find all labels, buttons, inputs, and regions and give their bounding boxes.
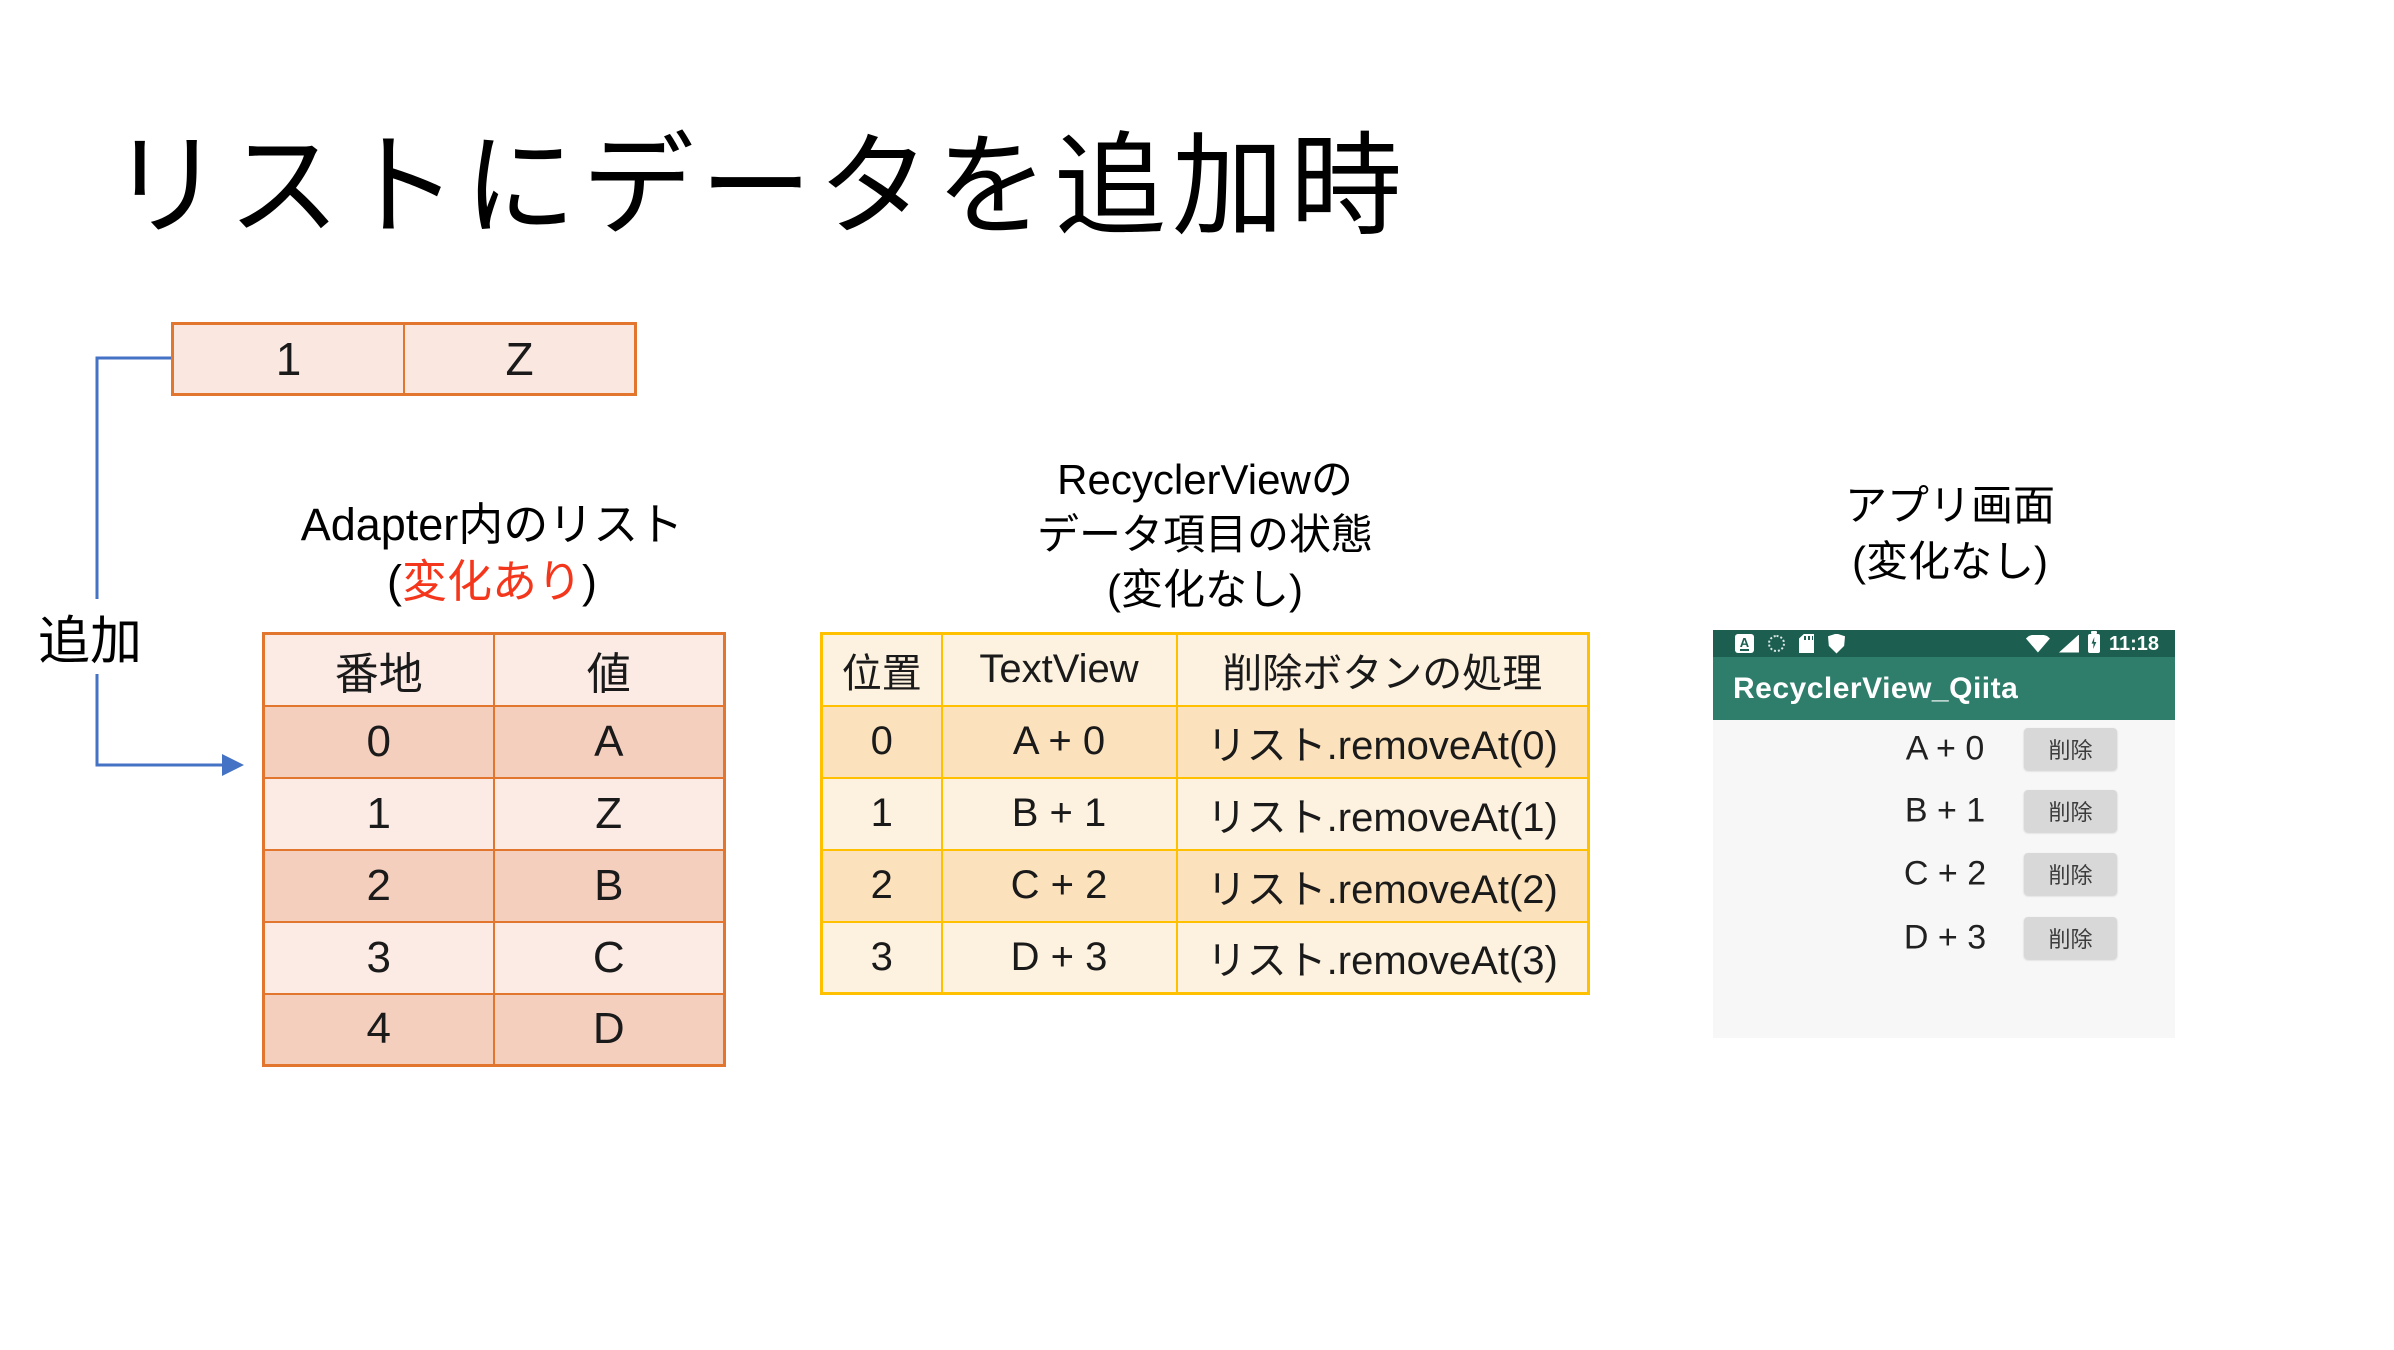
inserted-item-index: 1: [275, 333, 302, 385]
recycler-items-table: 位置 TextView 削除ボタンの処理 0 A + 0 リスト.removeA…: [820, 632, 1590, 995]
adapter-cell: 4: [262, 992, 495, 1067]
table-row: 0 A: [262, 704, 726, 779]
adapter-cell: Z: [492, 776, 726, 851]
recycler-cell: 3: [820, 920, 943, 995]
adapter-header-address: 番地: [262, 632, 495, 707]
recycler-cell: 1: [820, 776, 943, 851]
status-time: 11:18: [2108, 632, 2159, 655]
adapter-cell: 1: [262, 776, 495, 851]
list-item: A + 0 削除: [1713, 728, 2175, 770]
cellular-signal-icon: [2058, 634, 2079, 653]
recycler-cell: リスト.removeAt(1): [1175, 776, 1590, 851]
adapter-heading-line1: Adapter内のリスト: [300, 499, 684, 550]
list-item: B + 1 削除: [1713, 790, 2175, 832]
adapter-cell: C: [492, 920, 726, 995]
adapter-list-table: 番地 値 0 A 1 Z 2 B 3 C 4 D: [262, 632, 726, 1067]
dotted-circle-icon: [1768, 635, 1785, 652]
adapter-cell: D: [492, 992, 726, 1067]
table-row: 0 A + 0 リスト.removeAt(0): [820, 704, 1590, 779]
adapter-header-value: 値: [492, 632, 726, 707]
recycler-cell: 2: [820, 848, 943, 923]
recycler-cell: A + 0: [940, 704, 1178, 779]
shield-icon: [1828, 633, 1845, 654]
status-bar-left-icons: [1735, 633, 1845, 654]
table-row: 1 Z: [262, 776, 726, 851]
recycler-cell: 0: [820, 704, 943, 779]
app-toolbar: RecyclerView_Qiita: [1713, 657, 2175, 720]
recycler-header-textview: TextView: [940, 632, 1178, 707]
recycler-section-heading: RecyclerViewの データ項目の状態 (変化なし): [955, 452, 1455, 617]
table-row: 2 C + 2 リスト.removeAt(2): [820, 848, 1590, 923]
app-screenshot: 11:18 RecyclerView_Qiita A + 0 削除 B + 1 …: [1713, 630, 2175, 1038]
adapter-cell: 3: [262, 920, 495, 995]
table-row: 3 C: [262, 920, 726, 995]
adapter-cell: 2: [262, 848, 495, 923]
sd-card-icon: [1799, 634, 1814, 653]
list-item-label: B + 1: [1904, 791, 1986, 830]
table-row: 4 D: [262, 992, 726, 1067]
recycler-heading-line3: (変化なし): [1107, 566, 1303, 613]
list-item-label: A + 0: [1905, 729, 1985, 768]
recycler-heading-line1: RecyclerViewの: [1057, 456, 1353, 503]
table-row: 1 B + 1 リスト.removeAt(1): [820, 776, 1590, 851]
delete-button[interactable]: 削除: [2024, 853, 2117, 895]
adapter-changed-text: 変化あり: [401, 556, 582, 607]
delete-button[interactable]: 削除: [2024, 790, 2117, 832]
app-section-heading: アプリ画面 (変化なし): [1705, 478, 2195, 590]
delete-button[interactable]: 削除: [2024, 917, 2117, 959]
add-arrow-icon: [95, 356, 244, 776]
app-heading-line1: アプリ画面: [1844, 482, 2055, 529]
battery-charging-icon: [2087, 631, 2100, 653]
status-bar-right-icons: 11:18: [2025, 631, 2159, 655]
adapter-cell: A: [492, 704, 726, 779]
recycler-header-position: 位置: [820, 632, 943, 707]
add-arrow-label: 追加: [26, 599, 154, 674]
adapter-cell: 0: [262, 704, 495, 779]
page-title: リストにデータを追加時: [110, 124, 1408, 249]
table-row: 2 B: [262, 848, 726, 923]
wifi-icon: [2025, 634, 2050, 653]
inserted-item-table: 1 Z: [171, 322, 637, 396]
adapter-section-heading: Adapter内のリスト (変化あり): [242, 496, 742, 610]
recycler-heading-line2: データ項目の状態: [1036, 511, 1373, 558]
list-item: C + 2 削除: [1713, 853, 2175, 895]
table-row: 3 D + 3 リスト.removeAt(3): [820, 920, 1590, 995]
adapter-cell: B: [492, 848, 726, 923]
app-heading-line2: (変化なし): [1852, 538, 2048, 585]
recycler-cell: リスト.removeAt(0): [1175, 704, 1590, 779]
status-bar: 11:18: [1713, 630, 2175, 657]
list-item: D + 3 削除: [1713, 917, 2175, 959]
recycler-cell: D + 3: [940, 920, 1178, 995]
recycler-header-delete-handler: 削除ボタンの処理: [1175, 632, 1590, 707]
recycler-cell: C + 2: [940, 848, 1178, 923]
app-content: A + 0 削除 B + 1 削除 C + 2 削除 D + 3 削除: [1713, 720, 2175, 1038]
recycler-cell: リスト.removeAt(2): [1175, 848, 1590, 923]
recycler-cell: リスト.removeAt(3): [1175, 920, 1590, 995]
a-badge-icon: [1735, 634, 1754, 653]
adapter-heading-line2: (変化あり): [386, 556, 597, 607]
inserted-item-value: Z: [403, 325, 634, 393]
delete-button[interactable]: 削除: [2024, 728, 2117, 770]
list-item-label: D + 3: [1903, 918, 1987, 957]
list-item-label: C + 2: [1903, 854, 1987, 893]
app-toolbar-title: RecyclerView_Qiita: [1733, 671, 2019, 705]
recycler-cell: B + 1: [940, 776, 1178, 851]
